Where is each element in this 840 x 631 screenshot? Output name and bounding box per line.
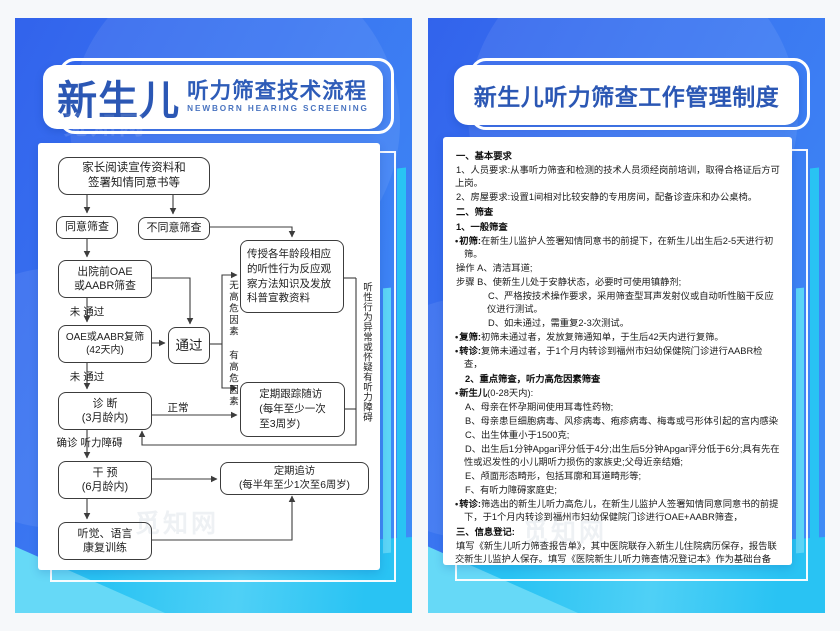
flow-box-first-screening: 出院前OAE 或AABR筛查 xyxy=(58,260,152,298)
decor-cyan-strip xyxy=(810,167,819,584)
rule-bold-text: 新生儿 xyxy=(459,388,488,399)
rule-row: C、严格按技术操作要求，采用筛查型耳声发射仪或自动听性脑干反应仪进行测试。 xyxy=(455,290,780,316)
rule-text: 初筛未通过者，发放复筛通知单，于生后42天内进行复筛。 xyxy=(480,332,724,343)
rule-bold-text: 二、筛查 xyxy=(456,207,494,218)
rule-text: B、母亲患巨细胞病毒、风疹病毒、疱疹病毒、梅毒或弓形体引起的宫内感染 xyxy=(465,416,778,427)
flow-box-agree: 同意筛查 xyxy=(56,216,118,239)
bullet-dot: • xyxy=(455,388,459,399)
rule-text: 复筛未通过者，于1个月内转诊到福州市妇幼保健院门诊进行AABR检查， xyxy=(464,346,763,370)
flow-box-rehab-training: 听觉、语言 康复训练 xyxy=(58,522,152,560)
rule-bold-text: 一、基本要求 xyxy=(456,151,512,161)
poster-management-rules: 新生儿听力筛查工作管理制度 一、基本要求 1、人员要求:从事听力筛查和检测的技术人… xyxy=(428,18,825,613)
rules-card: 一、基本要求 1、人员要求:从事听力筛查和检测的技术人员须经岗前培训，取得合格证后… xyxy=(443,137,792,565)
flow-label-confirmed-impairment: 确诊 听力障碍 xyxy=(56,437,123,449)
rule-bold-text: 转诊: xyxy=(459,499,481,510)
rule-text: 筛选出的新生儿听力高危儿，在新生儿监护人签署知情同意同意书的前提下，于1个月内转… xyxy=(464,499,779,523)
rules-list: 一、基本要求 1、人员要求:从事听力筛查和检测的技术人员须经岗前培训，取得合格证后… xyxy=(455,150,780,565)
rule-bold-text: 复筛: xyxy=(459,332,481,343)
rule-row: •初筛:在新生儿监护人签署知情同意书的前提下，在新生儿出生后2-5天进行初筛。 xyxy=(455,235,780,261)
rule-text: C、严格按技术操作要求，采用筛查型耳声发射仪或自动听性脑干反应仪进行测试。 xyxy=(487,291,774,315)
flow-box-diagnosis: 诊 断 (3月龄内) xyxy=(58,392,152,430)
flow-box-intervention: 干 预 (6月龄内) xyxy=(58,461,152,499)
flow-box-pass: 通过 xyxy=(168,327,210,364)
rule-text: E、颅面形态畸形，包括耳廓和耳道畸形等; xyxy=(465,471,642,482)
rule-row: 2、房屋要求:设置1间相对比较安静的专用房间，配备诊查床和办公桌椅。 xyxy=(455,191,780,204)
flowchart-card: 家长阅读宣传资料和 签署知情同意书等 同意筛查 不同意筛查 传授各年龄段相应的听… xyxy=(38,143,380,570)
flow-label-normal: 正常 xyxy=(167,402,189,414)
rule-row: F、有听力障碍家庭史; xyxy=(455,484,780,497)
flow-box-follow-up-6y: 定期追访 (每半年至少1次至6周岁) xyxy=(220,462,369,495)
bullet-dot: • xyxy=(455,346,459,357)
flow-box-disagree: 不同意筛查 xyxy=(138,217,210,240)
flow-box-rescreening: OAE或AABR复筛 (42天内) xyxy=(58,325,152,363)
rule-text: 2、房屋要求:设置1间相对比较安静的专用房间，配备诊查床和办公桌椅。 xyxy=(456,192,758,203)
flow-label-risk-factor: 有高危因素 xyxy=(227,350,238,408)
rule-row: D、出生后1分钟Apgar评分低于4分;出生后5分钟Apgar评分低于6分;具有… xyxy=(455,443,780,469)
rule-row: •转诊:筛选出的新生儿听力高危儿，在新生儿监护人签署知情同意同意书的前提下，于1… xyxy=(455,498,780,524)
rule-row: 1、一般筛查 xyxy=(455,221,780,234)
rule-row: B、母亲患巨细胞病毒、风疹病毒、疱疹病毒、梅毒或弓形体引起的宫内感染 xyxy=(455,415,780,428)
rule-bold-text: 初筛: xyxy=(459,236,481,247)
flow-box-educate: 传授各年龄段相应的听性行为反应观察方法知识及发放科普宣教资料 xyxy=(240,240,344,313)
bullet-dot: • xyxy=(455,332,459,343)
decor-cyan-strip xyxy=(397,167,406,584)
rule-row: C、出生体重小于1500克; xyxy=(455,429,780,442)
rule-text: 填写《新生儿听力筛查报告单》，其中医院联存入新生儿住院病历保存，报告联交新生儿监… xyxy=(455,541,777,565)
rule-row: •复筛:初筛未通过者，发放复筛通知单，于生后42天内进行复筛。 xyxy=(455,331,780,344)
rule-row: E、颅面形态畸形，包括耳廓和耳道畸形等; xyxy=(455,470,780,483)
rule-row: •新生儿(0-28天内): xyxy=(455,387,780,400)
left-title-main: 新生儿 xyxy=(57,79,181,123)
rule-text: 操作 A、清洁耳道; xyxy=(456,263,533,274)
rule-text: 步骤 B、使新生儿处于安静状态，必要时可使用镇静剂; xyxy=(456,277,682,288)
left-title-col: 听力筛查技术流程 NEWBORN HEARING SCREENING xyxy=(187,80,369,113)
flow-label-abnormal-behavior: 听性行为异常或怀疑有听力障碍 xyxy=(361,282,372,422)
rule-bold-text: 1、一般筛查 xyxy=(456,222,508,233)
rule-text: D、如未通过，需重复2-3次测试。 xyxy=(488,318,630,329)
rule-row: 一、基本要求 xyxy=(455,150,780,163)
flow-box-parents-consent: 家长阅读宣传资料和 签署知情同意书等 xyxy=(58,157,210,195)
rule-text: 1、人员要求:从事听力筛查和检测的技术人员须经岗前培训，取得合格证后方可上岗。 xyxy=(455,165,780,189)
left-title-sub: 听力筛查技术流程 xyxy=(187,79,368,104)
left-title-badge: 新生儿 听力筛查技术流程 NEWBORN HEARING SCREENING xyxy=(43,58,394,134)
rule-row: 1、人员要求:从事听力筛查和检测的技术人员须经岗前培训，取得合格证后方可上岗。 xyxy=(455,164,780,190)
rule-bold-text: 转诊: xyxy=(459,346,481,357)
rule-text: D、出生后1分钟Apgar评分低于4分;出生后5分钟Apgar评分低于6分;具有… xyxy=(464,444,780,468)
right-title: 新生儿听力筛查工作管理制度 xyxy=(473,84,780,110)
rule-row: 二、筛查 xyxy=(455,206,780,219)
flowchart-connectors xyxy=(83,193,357,541)
bullet-dot: • xyxy=(455,499,459,510)
rule-text: A、母亲在怀孕期间使用耳毒性药物; xyxy=(465,402,614,413)
rule-bold-text: 2、重点筛查，听力高危因素筛查 xyxy=(465,374,601,385)
rule-bold-text: 三、信息登记: xyxy=(456,527,515,538)
flow-box-follow-up-3y: 定期跟踪随访 (每年至少一次 至3周岁) xyxy=(240,382,345,437)
flow-label-not-passed: 未 通过 xyxy=(69,371,105,383)
flow-label-no-risk-factor: 无高危因素 xyxy=(227,280,238,338)
poster-technical-process: 新生儿 听力筛查技术流程 NEWBORN HEARING SCREENING xyxy=(15,18,412,613)
left-title-en: NEWBORN HEARING SCREENING xyxy=(187,103,369,113)
rule-row: 2、重点筛查，听力高危因素筛查 xyxy=(455,373,780,386)
flowchart: 家长阅读宣传资料和 签署知情同意书等 同意筛查 不同意筛查 传授各年龄段相应的听… xyxy=(38,143,380,570)
right-title-badge: 新生儿听力筛查工作管理制度 xyxy=(454,58,810,130)
rule-row: 填写《新生儿听力筛查报告单》，其中医院联存入新生儿住院病历保存，报告联交新生儿监… xyxy=(455,540,780,565)
rule-text: (0-28天内): xyxy=(487,388,534,399)
rule-row: 操作 A、清洁耳道; xyxy=(455,262,780,275)
rule-row: D、如未通过，需重复2-3次测试。 xyxy=(455,317,780,330)
flow-label-not-passed: 未 通过 xyxy=(69,306,105,318)
rule-text: 在新生儿监护人签署知情同意书的前提下，在新生儿出生后2-5天进行初筛。 xyxy=(464,236,774,260)
rule-row: A、母亲在怀孕期间使用耳毒性药物; xyxy=(455,401,780,414)
bullet-dot: • xyxy=(455,236,459,247)
rule-row: 三、信息登记: xyxy=(455,526,780,539)
rule-row: •转诊:复筛未通过者，于1个月内转诊到福州市妇幼保健院门诊进行AABR检查， xyxy=(455,345,780,371)
rule-row: 步骤 B、使新生儿处于安静状态，必要时可使用镇静剂; xyxy=(455,276,780,289)
rule-text: F、有听力障碍家庭史; xyxy=(465,485,557,496)
rule-text: C、出生体重小于1500克; xyxy=(465,430,570,441)
